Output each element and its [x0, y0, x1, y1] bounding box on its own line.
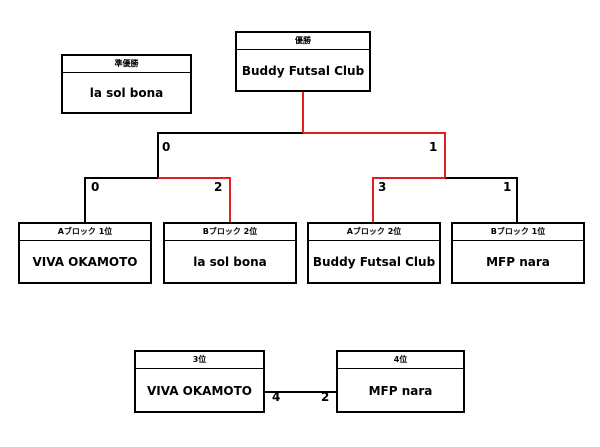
champion-title: 優勝	[237, 33, 369, 50]
line-buddy-to-semi	[372, 177, 445, 222]
team-box-b2: Bブロック 2位 la sol bona	[163, 222, 297, 284]
semi-left-score-a: 0	[91, 180, 100, 194]
line-semi-left-to-final	[157, 132, 303, 178]
third-place-box: 3位 VIVA OKAMOTO	[134, 350, 265, 413]
line-semi-right-to-final	[303, 132, 446, 178]
team-rank: Bブロック 1位	[453, 224, 583, 241]
semi-right-score-a: 3	[378, 180, 387, 194]
team-rank: Aブロック 2位	[309, 224, 439, 241]
fourth-place-box: 4位 MFP nara	[336, 350, 465, 413]
team-name: la sol bona	[193, 255, 267, 269]
team-rank: Aブロック 1位	[20, 224, 150, 241]
team-box-a2: Aブロック 2位 Buddy Futsal Club	[307, 222, 441, 284]
fourth-place-team: MFP nara	[368, 383, 433, 398]
fourth-place-title: 4位	[338, 352, 463, 369]
champion-team: Buddy Futsal Club	[241, 63, 365, 78]
team-name: VIVA OKAMOTO	[32, 255, 138, 269]
champion-box: 優勝 Buddy Futsal Club	[235, 31, 371, 92]
team-box-a1: Aブロック 1位 VIVA OKAMOTO	[18, 222, 152, 284]
team-name: Buddy Futsal Club	[312, 255, 436, 269]
third-place-score: 4	[272, 390, 281, 404]
line-lasol-to-semi	[158, 177, 231, 222]
final-right-score: 1	[429, 140, 438, 154]
runner-up-team: la sol bona	[89, 86, 164, 100]
third-place-team: VIVA OKAMOTO	[146, 383, 252, 398]
fourth-place-score: 2	[321, 390, 330, 404]
final-left-score: 0	[162, 140, 171, 154]
team-rank: Bブロック 2位	[165, 224, 295, 241]
semi-right-score-b: 1	[503, 180, 512, 194]
line-viva-to-semi	[84, 177, 158, 222]
runner-up-title: 準優勝	[63, 56, 190, 73]
team-name: MFP nara	[486, 255, 550, 269]
line-mfp-to-semi	[445, 177, 518, 222]
team-box-b1: Bブロック 1位 MFP nara	[451, 222, 585, 284]
semi-left-score-b: 2	[214, 180, 223, 194]
third-place-title: 3位	[136, 352, 263, 369]
runner-up-box: 準優勝 la sol bona	[61, 54, 192, 114]
